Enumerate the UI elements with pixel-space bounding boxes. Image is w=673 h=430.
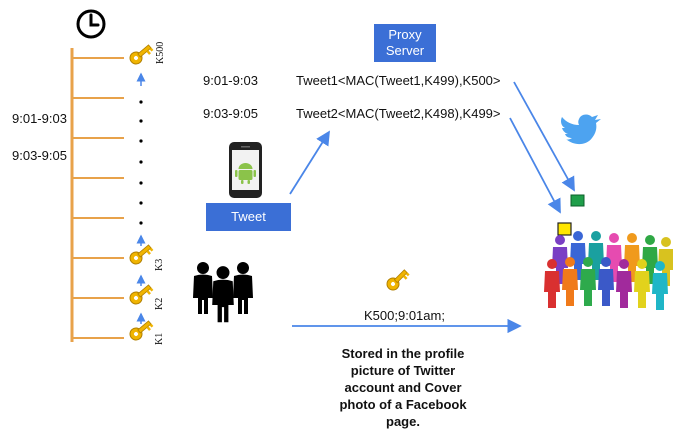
twitter-bird-icon (561, 114, 601, 145)
clock-icon (76, 9, 106, 39)
key-label-k2: K2 (154, 298, 165, 310)
storage-note-line: picture of Twitter (350, 363, 456, 378)
proxy-server-label-line2: Server (385, 43, 425, 58)
tweet-box: Tweet (206, 203, 291, 231)
proxy-server-label-line1: Proxy (388, 27, 422, 42)
storage-note-line: account and Cover (344, 380, 462, 395)
storage-note-line: photo of a Facebook (339, 397, 467, 412)
storage-note-line: Stored in the profile (341, 346, 465, 361)
released-key-icon (384, 266, 411, 293)
ellipsis-dots (139, 100, 143, 225)
storage-note: Stored in the profile picture of Twitter… (318, 345, 488, 430)
key-label-k1: K1 (154, 333, 165, 345)
key-icon-k500 (127, 41, 155, 67)
users-group-icon (193, 262, 253, 323)
message-time-2: 9:03-9:05 (203, 106, 258, 121)
android-icon (235, 163, 256, 184)
yellow-square-marker (557, 222, 572, 236)
key-label-k500: K500 (155, 42, 166, 64)
message-time-1: 9:01-9:03 (203, 73, 258, 88)
message-content-1: Tweet1<MAC(Tweet1,K499),K500> (296, 73, 501, 88)
green-square-marker (570, 194, 585, 207)
flow-arrows (289, 81, 575, 334)
timeline-time-label-2: 9:03-9:05 (12, 148, 67, 163)
smartphone-icon (229, 142, 262, 198)
timeline-time-label-1: 9:01-9:03 (12, 111, 67, 126)
crowd-icon (544, 231, 673, 310)
proxy-server-box: Proxy Server (374, 24, 436, 62)
key-release-text: K500;9:01am; (364, 308, 445, 323)
timeline (70, 48, 124, 342)
message-content-2: Tweet2<MAC(Tweet2,K498),K499> (296, 106, 501, 121)
key-label-k3: K3 (154, 259, 165, 271)
storage-note-line: page. (386, 414, 420, 429)
